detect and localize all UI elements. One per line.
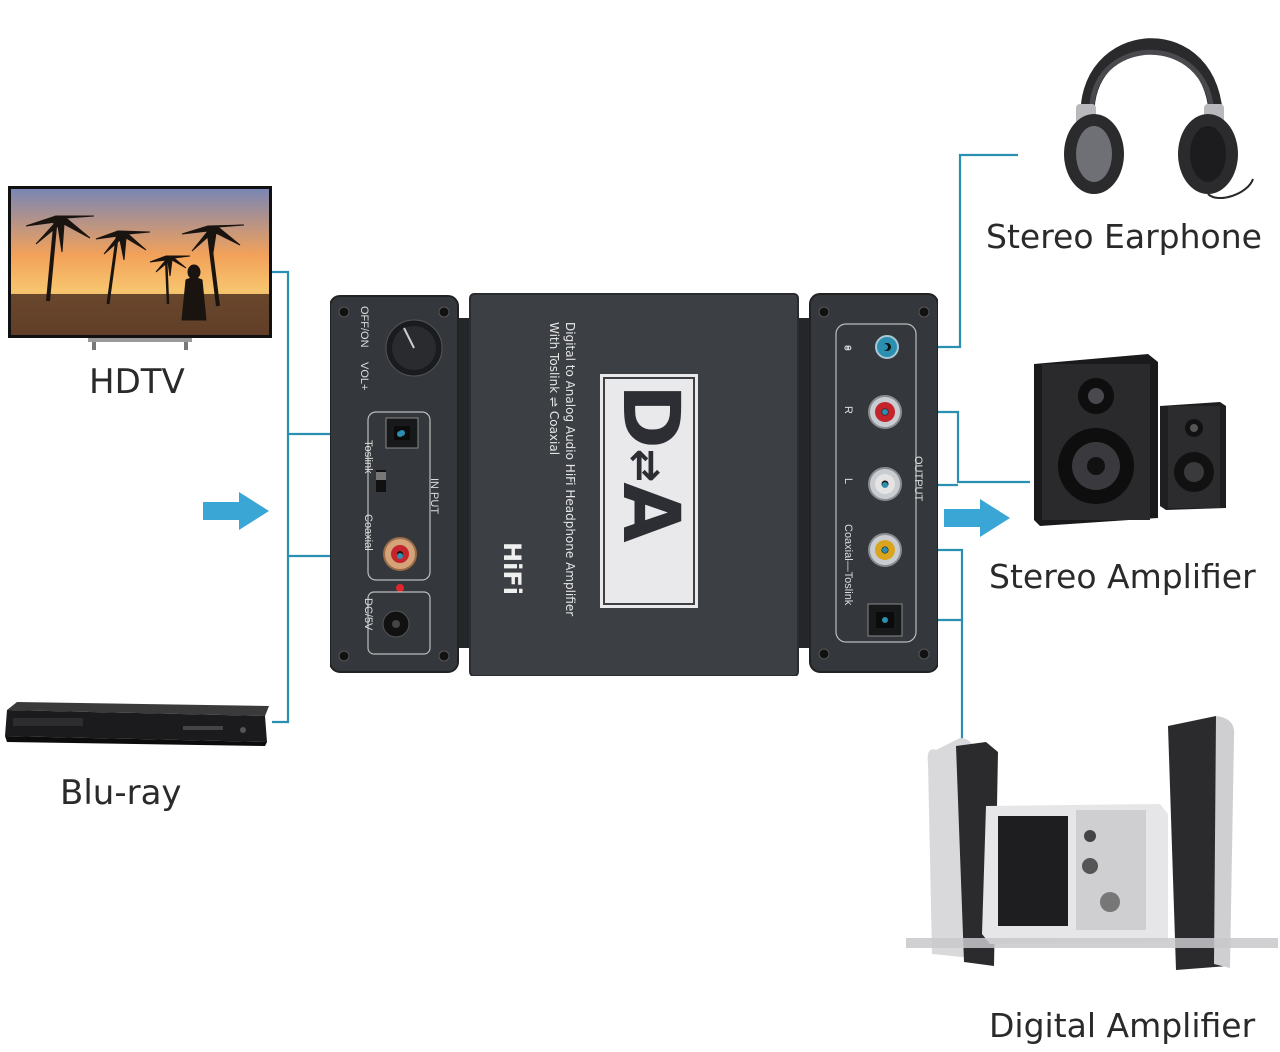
device-description-line2: With Toslink ⇌ Coaxial bbox=[547, 322, 561, 456]
digital-amplifier-image bbox=[906, 716, 1278, 970]
headphones-image bbox=[1064, 38, 1254, 199]
coaxial-input-label: Coaxial bbox=[362, 514, 374, 551]
da-logo: D⇄A bbox=[605, 384, 695, 543]
output-label: OUTPUT bbox=[912, 456, 924, 502]
input-arrow-icon bbox=[203, 492, 269, 530]
bluray-player-image bbox=[5, 702, 269, 746]
off-on-label: OFF/ON bbox=[358, 306, 370, 348]
headphone-icon: ⚭ bbox=[842, 340, 854, 356]
logo-letter-d: D bbox=[605, 384, 695, 449]
coax-toslink-output-label: Coaxial—Toslink bbox=[842, 524, 854, 606]
hdtv-image bbox=[8, 186, 272, 350]
hdtv-cable bbox=[272, 270, 290, 724]
input-label: IN PUT bbox=[428, 478, 440, 515]
device-description-line1: Digital to Analog Audio HiFi Headphone A… bbox=[563, 322, 577, 617]
digital-amplifier-label: Digital Amplifier bbox=[989, 1006, 1256, 1045]
dc-label: DC/5V bbox=[362, 598, 374, 631]
dac-device: Digital to Analog Audio HiFi Headphone A… bbox=[330, 292, 938, 676]
output-arrow-icon bbox=[944, 499, 1010, 537]
l-label: L bbox=[842, 478, 854, 485]
stereo-amplifier-label: Stereo Amplifier bbox=[989, 557, 1256, 596]
logo-letter-a: A bbox=[605, 482, 695, 543]
bluray-label: Blu-ray bbox=[60, 773, 182, 813]
r-label: R bbox=[842, 406, 854, 414]
vol-label: VOL+ bbox=[358, 362, 370, 391]
dac-device-body bbox=[330, 293, 938, 676]
toslink-input-label: Toslink bbox=[362, 440, 374, 474]
speakers-image bbox=[1034, 354, 1226, 526]
earphone-label: Stereo Earphone bbox=[986, 217, 1262, 256]
hdtv-label: HDTV bbox=[89, 362, 185, 402]
